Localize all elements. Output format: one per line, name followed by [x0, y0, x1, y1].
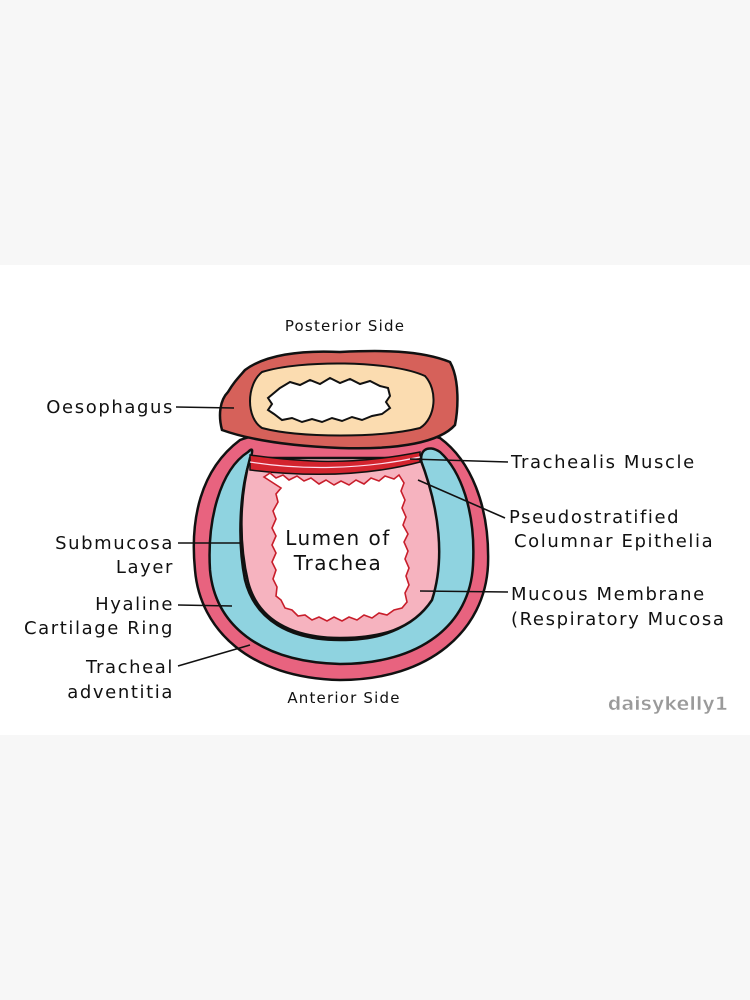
hyaline-cartilage-ring-shape	[208, 447, 475, 666]
hyaline-label-line1: Hyaline	[95, 594, 174, 615]
adventitia-label-line1: Tracheal	[85, 657, 174, 678]
trachealis-leader-line	[409, 458, 509, 463]
adventitia-label-line2: adventitia	[67, 682, 174, 703]
trachealis-muscle-shape	[249, 451, 421, 476]
mucous-label-line1: Mucous Membrane	[511, 584, 706, 605]
submucosa-label-line1: Submucosa	[55, 533, 174, 554]
oesophagus-lumen-shape	[266, 376, 392, 424]
pseudostratified-label-line1: Pseudostratified	[509, 507, 680, 528]
trachealis-highlight	[249, 456, 421, 469]
hyaline-leader-line	[177, 604, 233, 607]
lumen-label-line1: Lumen of	[285, 526, 391, 550]
lumen-label-line2: Trachea	[293, 551, 383, 575]
trachealis-label: Trachealis Muscle	[510, 452, 696, 473]
hyaline-label-line2: Cartilage Ring	[24, 618, 174, 639]
anterior-side-label: Anterior Side	[287, 689, 400, 707]
watermark: daisykelly1	[608, 693, 728, 715]
oesophagus-leader-line	[175, 406, 235, 409]
mucous-label-line2: (Respiratory Mucosa	[511, 609, 726, 630]
mucous-leader-line	[419, 590, 509, 593]
adventitia-leader-line	[177, 644, 251, 667]
epithelia-leader-line	[417, 479, 506, 519]
tracheal-lumen-shape	[262, 472, 410, 622]
posterior-side-label: Posterior Side	[285, 317, 405, 335]
submucosa-label-line2: Layer	[116, 557, 174, 578]
pseudostratified-label-line2: Columnar Epithelia	[514, 531, 714, 552]
oesophagus-label: Oesophagus	[46, 397, 174, 418]
